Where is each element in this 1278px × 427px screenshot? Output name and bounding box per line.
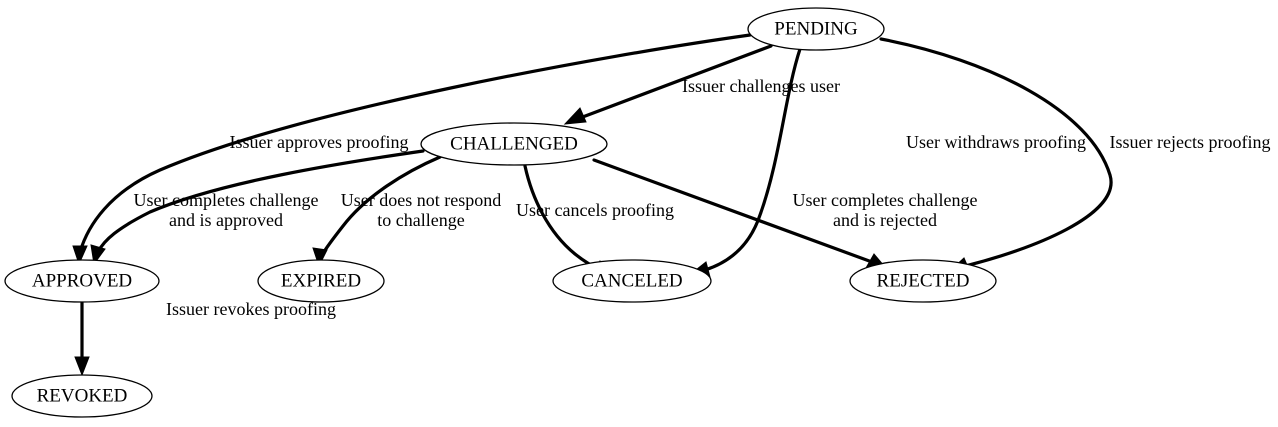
node-label-canceled: CANCELED bbox=[581, 270, 682, 291]
edge-label-pending-approved: Issuer approves proofing bbox=[230, 132, 409, 152]
edge-path-challenged-rejected bbox=[592, 158, 874, 264]
arrow-head-challenged-expired bbox=[312, 247, 328, 268]
node-canceled[interactable]: CANCELED bbox=[552, 259, 712, 303]
arrow-head-approved-revoked bbox=[74, 356, 90, 377]
edge-label-challenged-approved-line2: and is approved bbox=[169, 210, 283, 230]
edge-path-challenged-expired bbox=[320, 155, 442, 257]
edge-label-challenged-rejected-line2: and is rejected bbox=[833, 210, 937, 230]
edge-label-pending-rejected: Issuer rejects proofing bbox=[1110, 132, 1271, 152]
edge-path-challenged-approved bbox=[96, 149, 425, 254]
node-ellipse-canceled[interactable] bbox=[552, 259, 712, 303]
node-ellipse-expired[interactable] bbox=[257, 259, 385, 303]
edge-label-challenged-expired-line1: User does not respond bbox=[341, 190, 501, 210]
edge-label-challenged-expired-line2: to challenge bbox=[377, 210, 464, 230]
node-label-approved: APPROVED bbox=[32, 270, 132, 291]
edge-label-approved-revoked: Issuer revokes proofing bbox=[166, 299, 336, 319]
edge-challenged-expired: User does not respond to challenge bbox=[312, 155, 501, 268]
node-rejected[interactable]: REJECTED bbox=[849, 259, 997, 303]
node-approved[interactable]: APPROVED bbox=[4, 259, 160, 303]
edge-pending-approved: Issuer approves proofing bbox=[72, 33, 752, 266]
edge-label-pending-challenged: Issuer challenges user bbox=[682, 76, 840, 96]
edge-label-challenged-approved-line1: User completes challenge bbox=[134, 190, 319, 210]
arrow-head-pending-challenged bbox=[563, 107, 587, 125]
node-ellipse-revoked[interactable] bbox=[11, 374, 153, 418]
node-revoked[interactable]: REVOKED bbox=[11, 374, 153, 418]
edge-challenged-approved: User completes challenge and is approved bbox=[90, 149, 425, 266]
edge-label-challenged-rejected-line1: User completes challenge bbox=[793, 190, 978, 210]
node-label-rejected: REJECTED bbox=[877, 270, 970, 291]
node-ellipse-pending[interactable] bbox=[747, 7, 885, 51]
edge-path-pending-rejected bbox=[879, 37, 1113, 268]
node-pending[interactable]: PENDING bbox=[747, 7, 885, 51]
arrow-head-pending-approved bbox=[72, 245, 88, 266]
edge-path-pending-canceled bbox=[703, 47, 802, 272]
node-label-challenged: CHALLENGED bbox=[450, 133, 578, 154]
node-label-expired: EXPIRED bbox=[281, 270, 361, 291]
edge-path-pending-approved bbox=[78, 33, 752, 254]
node-expired[interactable]: EXPIRED bbox=[257, 259, 385, 303]
node-label-revoked: REVOKED bbox=[37, 385, 128, 406]
edge-pending-challenged: Issuer challenges user bbox=[563, 44, 840, 125]
edge-label-pending-canceled: User withdraws proofing bbox=[906, 132, 1086, 152]
edge-path-pending-challenged bbox=[578, 44, 773, 120]
edge-challenged-rejected: User completes challenge and is rejected bbox=[592, 158, 978, 269]
node-ellipse-challenged[interactable] bbox=[420, 122, 608, 166]
edge-pending-canceled: User withdraws proofing bbox=[690, 47, 1086, 278]
node-challenged[interactable]: CHALLENGED bbox=[420, 122, 608, 166]
node-ellipse-approved[interactable] bbox=[4, 259, 160, 303]
node-label-pending: PENDING bbox=[774, 18, 858, 39]
edge-label-challenged-canceled: User cancels proofing bbox=[516, 200, 674, 220]
edge-approved-revoked: Issuer revokes proofing bbox=[74, 299, 336, 377]
node-ellipse-rejected[interactable] bbox=[849, 259, 997, 303]
arrow-head-challenged-approved bbox=[90, 244, 106, 266]
edge-pending-rejected: Issuer rejects proofing bbox=[879, 37, 1271, 273]
